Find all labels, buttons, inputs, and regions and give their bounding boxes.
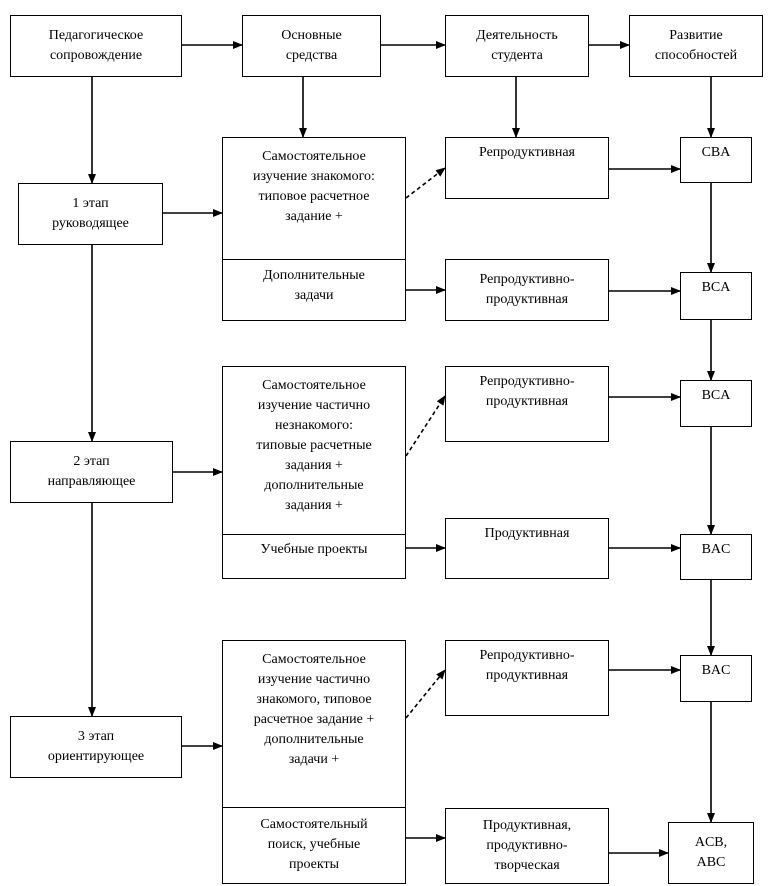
means-block-3: Самостоятельное изучение частично знаком… [222, 640, 406, 884]
ability-4-box: BAC [680, 534, 752, 580]
ability-4-label: BAC [701, 542, 731, 557]
activity-5-label: Репродуктивно- продуктивная [479, 648, 575, 683]
header-ped-support-label: Педагогическое сопровождение [48, 28, 144, 63]
activity-1-box: Репродуктивная [445, 137, 609, 199]
header-abilities-development: Развитие способностей [629, 15, 763, 77]
arrow-m1a-to-a1 [405, 167, 446, 199]
ability-2-label: BCA [701, 280, 731, 295]
activity-6-box: Продуктивная, продуктивно- творческая [445, 808, 609, 884]
stage-3-box: 3 этап ориентирующее [10, 716, 182, 778]
ability-6-label: ACB, ABC [694, 835, 728, 870]
arrow-m2a-to-a3 [405, 395, 446, 457]
activity-1-label: Репродуктивная [478, 145, 575, 160]
activity-4-label: Продуктивная [484, 526, 570, 541]
header-ped-support: Педагогическое сопровождение [10, 15, 182, 77]
header-main-means: Основные средства [242, 15, 381, 77]
ability-1-label: CBA [701, 145, 731, 160]
means-3b-label: Самостоятельный поиск, учебные проекты [260, 817, 368, 872]
activity-2-label: Репродуктивно- продуктивная [479, 272, 575, 307]
ability-3-box: BCA [680, 380, 752, 427]
means-block-3-divider [223, 807, 405, 808]
stage-3-label: 3 этап ориентирующее [47, 729, 145, 764]
activity-6-label: Продуктивная, продуктивно- творческая [482, 818, 572, 873]
stage-2-box: 2 этап направляющее [10, 441, 173, 503]
ability-1-box: CBA [680, 137, 752, 183]
header-main-means-label: Основные средства [281, 28, 342, 63]
means-1b-label: Дополнительные задачи [263, 268, 365, 303]
activity-2-box: Репродуктивно- продуктивная [445, 259, 609, 321]
means-block-1-divider [223, 259, 405, 260]
means-3a-label: Самостоятельное изучение частично знаком… [253, 652, 375, 767]
means-2b-label: Учебные проекты [260, 542, 368, 557]
ability-2-box: BCA [680, 272, 752, 320]
stage-1-label: 1 этап руководящее [52, 196, 129, 231]
activity-4-box: Продуктивная [445, 518, 609, 579]
activity-5-box: Репродуктивно- продуктивная [445, 640, 609, 716]
header-student-activity-label: Деятельность студента [476, 28, 558, 63]
stage-2-label: 2 этап направляющее [47, 454, 136, 489]
ability-6-box: ACB, ABC [668, 822, 754, 884]
activity-3-box: Репродуктивно- продуктивная [445, 366, 609, 442]
activity-3-label: Репродуктивно- продуктивная [479, 374, 575, 409]
means-2a-label: Самостоятельное изучение частично незнак… [256, 378, 372, 513]
means-block-2-divider [223, 534, 405, 535]
ability-5-box: BAC [680, 655, 752, 702]
header-abilities-development-label: Развитие способностей [654, 28, 738, 63]
ability-3-label: BCA [701, 388, 731, 403]
ability-5-label: BAC [701, 663, 731, 678]
means-block-2: Самостоятельное изучение частично незнак… [222, 366, 406, 579]
means-block-1: Самостоятельное изучение знакомого: типо… [222, 137, 406, 321]
arrow-m3a-to-a5 [405, 669, 446, 719]
header-student-activity: Деятельность студента [445, 15, 589, 77]
stage-1-box: 1 этап руководящее [18, 183, 163, 245]
means-1a-label: Самостоятельное изучение знакомого: типо… [253, 149, 375, 224]
